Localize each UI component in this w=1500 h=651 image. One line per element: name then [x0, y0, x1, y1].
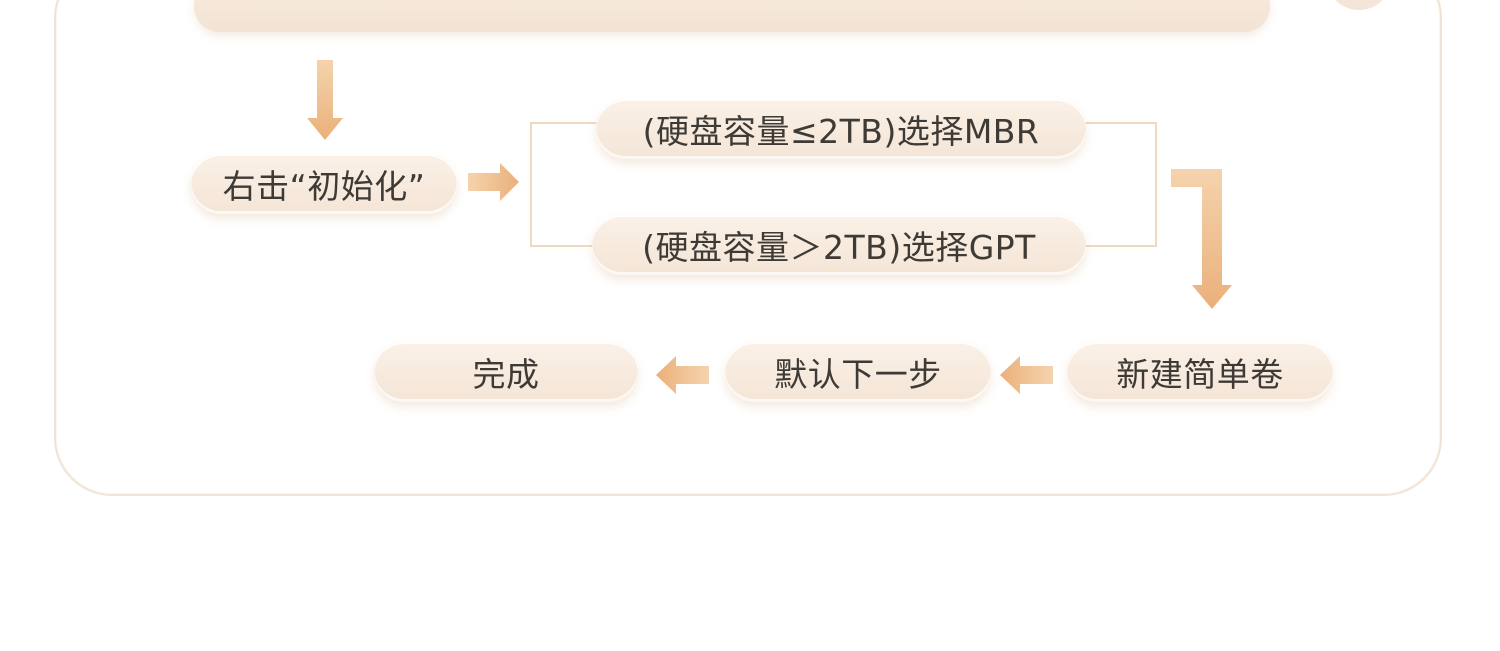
new-volume-step: 新建简单卷 — [1067, 342, 1333, 402]
top-circle-cropped — [1326, 0, 1392, 10]
next-step: 默认下一步 — [725, 342, 991, 402]
init-step: 右击“初始化” — [191, 154, 457, 214]
mbr-option-label: (硬盘容量≤2TB)选择MBR — [642, 112, 1040, 151]
gpt-option: (硬盘容量＞2TB)选择GPT — [592, 215, 1086, 275]
arrow-left-to-done — [656, 356, 709, 394]
top-step-pill-cropped — [194, 0, 1270, 32]
mbr-option: (硬盘容量≤2TB)选择MBR — [596, 99, 1086, 159]
done-step: 完成 — [374, 342, 638, 402]
done-step-label: 完成 — [472, 355, 540, 394]
next-step-label: 默认下一步 — [774, 355, 942, 394]
arrow-down-to-init — [307, 60, 343, 140]
left-bracket — [530, 122, 600, 247]
new-volume-step-label: 新建简单卷 — [1116, 355, 1284, 394]
arrow-right-init — [468, 163, 519, 201]
arrow-left-to-next — [1000, 356, 1053, 394]
gpt-option-label: (硬盘容量＞2TB)选择GPT — [642, 228, 1036, 267]
arrow-elbow-down — [1171, 169, 1232, 309]
right-bracket — [1082, 122, 1157, 247]
init-step-label: 右击“初始化” — [222, 167, 426, 206]
